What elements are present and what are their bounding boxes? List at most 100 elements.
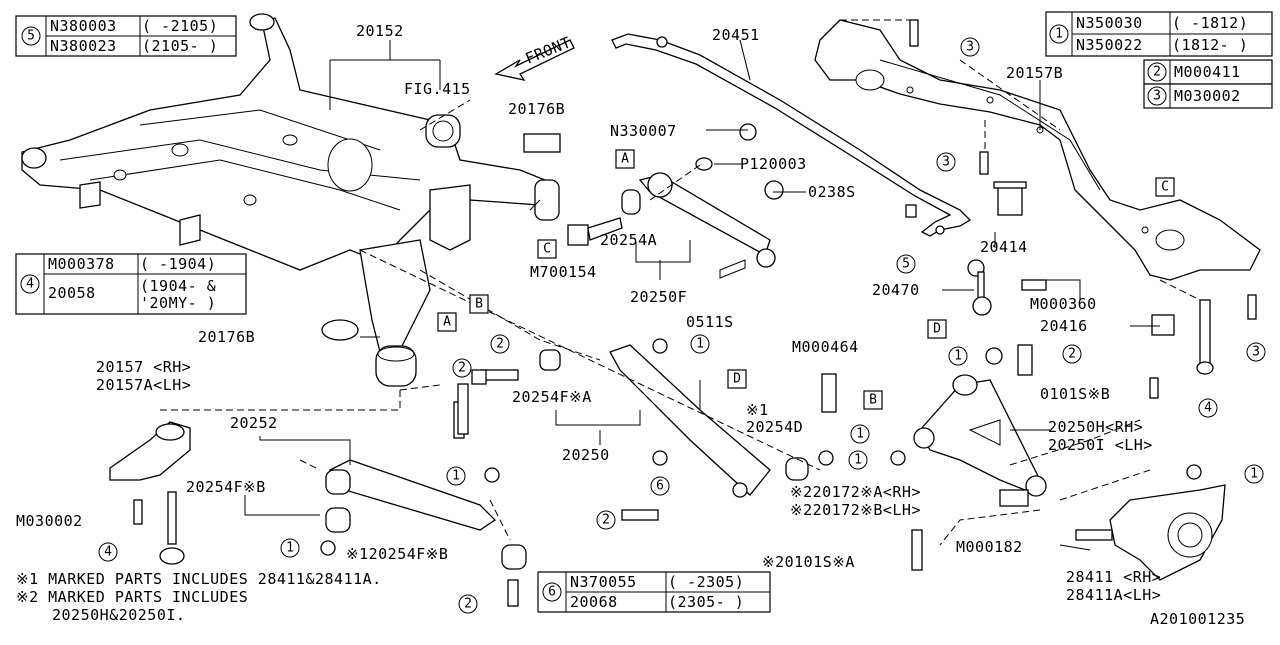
- front-arrow: [494, 39, 575, 81]
- note-1: ※1 MARKED PARTS INCLUDES 28411&28411A.: [16, 570, 382, 588]
- table-4-r2c1: '20MY- ): [140, 294, 216, 312]
- callout-3-a: 3: [966, 40, 974, 55]
- ref-B-2: B: [869, 393, 877, 408]
- label-20250f: 20250F: [630, 288, 687, 306]
- callout-3-c: 3: [1252, 345, 1260, 360]
- lateral-link: [481, 338, 906, 521]
- label-20252: 20252: [230, 414, 278, 432]
- callout-1-e: 1: [1250, 467, 1258, 482]
- callout-2-b: 2: [496, 337, 504, 352]
- table-1-r1c0: N350022: [1076, 36, 1143, 54]
- label-p120003: P120003: [740, 155, 807, 173]
- callout-5-circle: [21, 26, 41, 46]
- table-3-index: 3: [1153, 89, 1161, 104]
- label-0511s: 0511S: [686, 313, 734, 331]
- table-6-r0c1: ( -2305): [668, 573, 744, 591]
- upper-link: [567, 123, 784, 279]
- stabilizer-bushing: [993, 181, 1027, 216]
- ref-B-1: B: [475, 297, 483, 312]
- label-0238s: 0238S: [808, 183, 856, 201]
- callout-3-b: 3: [942, 155, 950, 170]
- label-20451: 20451: [712, 26, 760, 44]
- label-20250h-rh: 20250H<RH>: [1048, 418, 1143, 436]
- table-6-index: 6: [548, 585, 556, 600]
- leaders: [244, 39, 1160, 551]
- rear-subframe: [21, 13, 546, 387]
- label-20152: 20152: [356, 22, 404, 40]
- dashed-guides: [160, 19, 1201, 546]
- label-m700154: M700154: [530, 263, 597, 281]
- callout-1-g: 1: [286, 541, 294, 556]
- table-5-r1c0: N380023: [50, 37, 117, 55]
- table-2-r0c0: M000411: [1174, 63, 1241, 81]
- label-20416: 20416: [1040, 317, 1088, 335]
- label-20176b-top: 20176B: [508, 100, 565, 118]
- label-m000464: M000464: [792, 338, 859, 356]
- label-220172a-rh: ※220172※A<RH>: [790, 483, 921, 501]
- label-20414: 20414: [980, 238, 1028, 256]
- table-1-r0c0: N350030: [1076, 14, 1143, 32]
- label-20157b: 20157B: [1006, 64, 1063, 82]
- label-20250: 20250: [562, 446, 610, 464]
- upper-arm: [821, 279, 1047, 507]
- front-label: FRONT: [523, 33, 574, 68]
- table-5-index: 5: [27, 29, 35, 44]
- label-20250i-lh: 20250I <LH>: [1048, 436, 1153, 454]
- part-labels: 20152 FIG.415 20451 20157B 20176B N33000…: [16, 22, 1161, 604]
- table-1-r0c1: ( -1812): [1172, 14, 1248, 32]
- callout-1-c: 1: [856, 427, 864, 442]
- callout-1-b: 1: [954, 349, 962, 364]
- table-5: 5 N380003 ( -2105) N380023 (2105- ): [15, 15, 237, 57]
- table-4-r1c0: 20058: [48, 284, 96, 302]
- diagram-id: A201001235: [1150, 610, 1245, 628]
- callout-4-b: 4: [104, 545, 112, 560]
- label-28411-rh: 28411 <RH>: [1066, 568, 1161, 586]
- ref-D-1: D: [933, 322, 941, 337]
- footnotes: ※1 MARKED PARTS INCLUDES 28411&28411A. ※…: [16, 570, 382, 624]
- table-4-r0c1: ( -1904): [140, 255, 216, 273]
- table-1-r1c1: (1812- ): [1172, 36, 1248, 54]
- ref-D-2: D: [733, 372, 741, 387]
- table-1: 1 N350030 ( -1812) N350022 (1812- ): [1045, 11, 1273, 57]
- callout-1-d: 1: [854, 453, 862, 468]
- ref-A-1: A: [621, 152, 629, 167]
- table-4-r1c1: (1904- &: [140, 277, 216, 295]
- table-1-index: 1: [1055, 27, 1063, 42]
- label-m000182: M000182: [956, 538, 1023, 556]
- ref-C-1: C: [543, 242, 551, 257]
- label-20176b-mid: 20176B: [198, 328, 255, 346]
- callout-1-a: 1: [696, 337, 704, 352]
- label-20254d: 20254D: [746, 418, 803, 436]
- callout-6: 6: [656, 479, 664, 494]
- callout-2-c: 2: [458, 361, 466, 376]
- label-mark1: ※1: [746, 401, 769, 419]
- table-3: 3 M030002: [1143, 83, 1273, 109]
- reference-boxes: A A B B C C D D: [437, 149, 1175, 410]
- callouts: 3 3 3 5 4 4 1 1 1 1 1 1 1 2 2 2 2 2 6: [98, 37, 1266, 614]
- left-bracket: [109, 421, 191, 565]
- label-20254a: 20254A: [600, 231, 657, 249]
- callout-2-d: 2: [602, 513, 610, 528]
- table-6-r1c0: 20068: [570, 593, 618, 611]
- stabilizer-bar: [611, 33, 972, 237]
- callout-2-a: 2: [1068, 347, 1076, 362]
- label-0101sb: 0101S※B: [1040, 385, 1110, 403]
- table-4: 4 M000378 ( -1904) 20058 (1904- & '20MY-…: [15, 253, 247, 315]
- label-m000360: M000360: [1030, 295, 1097, 313]
- label-m030002: M030002: [16, 512, 83, 530]
- note-2: ※2 MARKED PARTS INCLUDES: [16, 588, 248, 606]
- table-2-index: 2: [1153, 65, 1161, 80]
- ref-C-2: C: [1161, 180, 1169, 195]
- label-20254fa: 20254F※A: [512, 388, 592, 406]
- label-fig415: FIG.415: [404, 80, 471, 98]
- label-220172b-lh: ※220172※B<LH>: [790, 501, 921, 519]
- table-2: 2 M000411: [1143, 59, 1273, 85]
- note-2b: 20250H&20250I.: [52, 606, 185, 624]
- table-4-index: 4: [26, 277, 34, 292]
- stabilizer-link: [967, 259, 992, 316]
- callout-4-a: 4: [1204, 401, 1212, 416]
- table-6-r1c1: (2305- ): [668, 593, 744, 611]
- label-20157a-lh: 20157A<LH>: [96, 376, 191, 394]
